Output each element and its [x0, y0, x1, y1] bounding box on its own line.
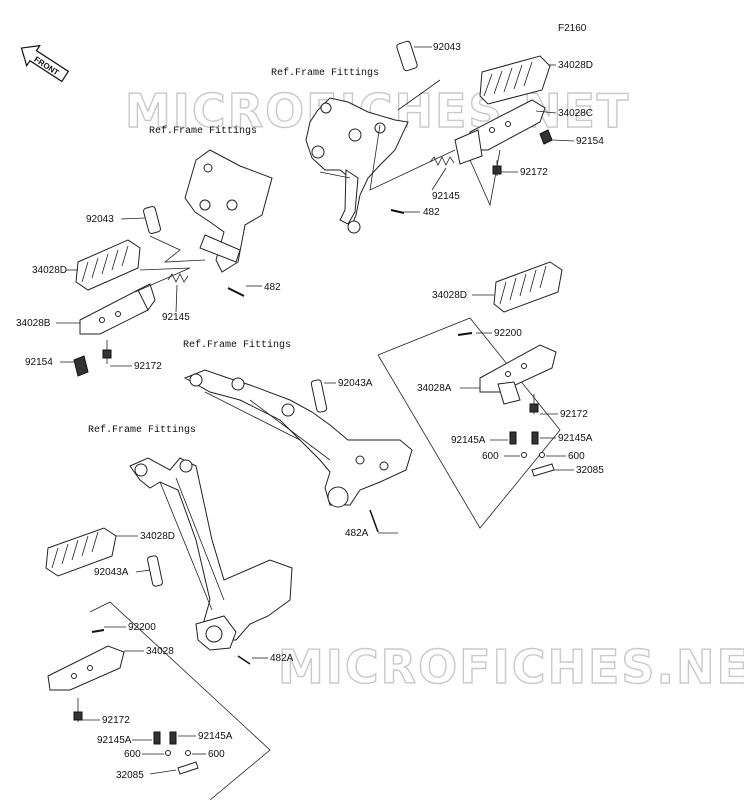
- callout-92172-top: 92172: [520, 167, 548, 178]
- callout-92154-left: 92154: [25, 357, 53, 368]
- ref-frame-fittings-left: Ref.Frame Fittings: [149, 125, 257, 137]
- callout-92145a-bottom-1: 92145A: [97, 735, 132, 746]
- ref-frame-fittings-middle: Ref.Frame Fittings: [183, 339, 291, 351]
- watermark-bottom: MICROFICHES.NET: [278, 640, 744, 694]
- callout-32085-right: 32085: [576, 465, 604, 476]
- callout-92145a-right-1: 92145A: [451, 435, 486, 446]
- callout-92043-left: 92043: [86, 214, 114, 225]
- left-footrest-assembly: [56, 149, 273, 377]
- callout-482a-middle: 482A: [345, 528, 369, 539]
- callout-34028d-top: 34028D: [558, 60, 593, 71]
- figure-code: F2160: [558, 23, 587, 34]
- callout-34028d-bottom: 34028D: [140, 531, 175, 542]
- callout-32085-bottom: 32085: [116, 770, 144, 781]
- callout-92200-right: 92200: [494, 328, 522, 339]
- top-right-footrest-assembly: [305, 40, 575, 234]
- callout-34028: 34028: [146, 646, 174, 657]
- callout-34028b: 34028B: [16, 318, 51, 329]
- callout-92043-top: 92043: [433, 42, 461, 53]
- callout-600-right-1: 600: [482, 451, 499, 462]
- callout-482-left: 482: [264, 282, 281, 293]
- callout-92145-left: 92145: [162, 312, 190, 323]
- callout-482a-bottom: 482A: [270, 653, 294, 664]
- ref-frame-fittings-top: Ref.Frame Fittings: [271, 67, 379, 79]
- callout-600-right-2: 600: [568, 451, 585, 462]
- callout-34028d-left: 34028D: [32, 265, 67, 276]
- right-rear-footrest-assembly: [377, 261, 574, 529]
- callout-92172-bottom: 92172: [102, 715, 130, 726]
- bottom-left-footrest-assembly: [45, 457, 293, 800]
- callout-482-top: 482: [423, 207, 440, 218]
- callout-600-bottom-1: 600: [124, 749, 141, 760]
- callout-92145-top: 92145: [432, 191, 460, 202]
- callout-92043a-middle: 92043A: [338, 378, 373, 389]
- callout-34028d-right: 34028D: [432, 290, 467, 301]
- callout-92145a-right-2: 92145A: [558, 433, 593, 444]
- callout-92200-bottom: 92200: [128, 622, 156, 633]
- callout-34028c: 34028C: [558, 108, 593, 119]
- callout-92172-left: 92172: [134, 361, 162, 372]
- callout-600-bottom-2: 600: [208, 749, 225, 760]
- callout-92154-top: 92154: [576, 136, 604, 147]
- front-arrow-icon: FRONT: [20, 44, 70, 83]
- callout-92145a-bottom-2: 92145A: [198, 731, 233, 742]
- callout-34028a: 34028A: [417, 383, 452, 394]
- middle-rear-bracket: [183, 369, 413, 534]
- ref-frame-fittings-bottom: Ref.Frame Fittings: [88, 424, 196, 436]
- callout-92172-right: 92172: [560, 409, 588, 420]
- callout-92043a-bottom: 92043A: [94, 567, 129, 578]
